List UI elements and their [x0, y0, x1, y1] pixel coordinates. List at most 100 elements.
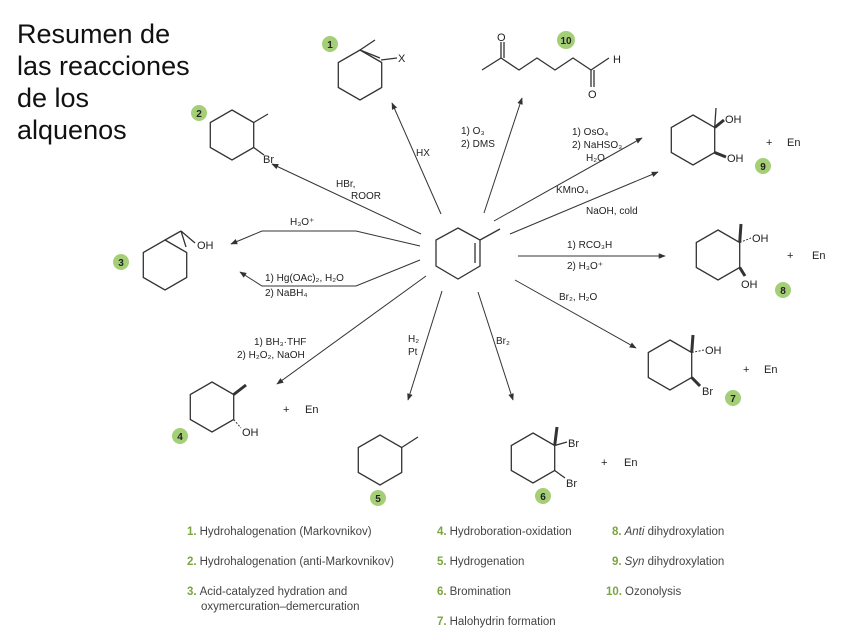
product-10-ketoaldehyde: O O H — [481, 32, 621, 101]
plus-6: + — [601, 457, 607, 469]
badge-6: 6 — [535, 488, 551, 504]
atom-oh-8b: OH — [741, 279, 758, 291]
reagent-oso4-1: 1) OsO₄ — [572, 127, 608, 138]
en-6: En — [624, 457, 637, 469]
atom-oh-8a: OH — [752, 233, 769, 245]
en-8: En — [812, 250, 825, 262]
reagent-h2pt-1: H₂ — [408, 334, 419, 345]
plus-8: + — [787, 250, 793, 262]
reagent-hg-2: 2) NaBH₄ — [265, 288, 307, 299]
arrow-kmno4 — [509, 171, 659, 235]
legend-item-8: 8.Anti dihydroxylation — [612, 526, 725, 538]
atom-oh-7: OH — [705, 345, 722, 357]
product-4-alcohol: OH + En — [189, 381, 318, 439]
arrow-h3o — [230, 230, 421, 247]
badge-8: 8 — [775, 282, 791, 298]
badge-10: 10 — [557, 31, 575, 49]
arrow-h2 — [407, 290, 443, 401]
legend-item-7: 7.Halohydrin formation — [437, 616, 556, 628]
page-title: Resumen de las reacciones de los alqueno… — [17, 18, 207, 146]
legend-item-2: 2.Hydrohalogenation (anti-Markovnikov) — [187, 556, 394, 568]
arrow-ozone — [483, 97, 523, 214]
product-2-bromide: Br — [209, 109, 274, 166]
reagent-hbr-1: HBr, — [336, 179, 355, 190]
title-line-2: las reacciones — [17, 51, 190, 81]
reagent-h3o: H₃O⁺ — [290, 217, 314, 228]
product-3-alcohol: OH — [142, 230, 214, 291]
atom-br-6a: Br — [568, 438, 579, 450]
reagent-rco3h-2: 2) H₃O⁺ — [567, 261, 603, 272]
arrow-br2h2o — [514, 279, 637, 349]
reagent-kmno4-2: NaOH, cold — [586, 206, 638, 217]
en-4: En — [305, 404, 318, 416]
svg-text:4: 4 — [177, 432, 183, 443]
reagent-bh3-1: 1) BH₃·THF — [254, 337, 306, 348]
svg-text:9: 9 — [760, 162, 766, 173]
atom-br-2: Br — [263, 154, 274, 166]
reagent-br2h2o: Br₂, H₂O — [559, 292, 598, 303]
arrow-oso4 — [493, 137, 643, 222]
svg-text:5: 5 — [375, 494, 381, 505]
reagent-hbr-2: ROOR — [351, 191, 381, 202]
badge-7: 7 — [725, 390, 741, 406]
reagent-bh3-2: 2) H₂O₂, NaOH — [237, 350, 305, 361]
arrow-hx — [391, 102, 442, 215]
reagent-oso4-2: 2) NaHSO₃ — [572, 140, 622, 151]
product-7-bromohydrin: OH Br + En — [647, 334, 777, 398]
atom-br-6b: Br — [566, 478, 577, 490]
product-5-alkane — [357, 434, 419, 486]
reagent-ozone-2: 2) DMS — [461, 139, 495, 150]
badge-4: 4 — [172, 428, 188, 444]
svg-text:7: 7 — [730, 394, 736, 405]
legend-item-9: 9.Syn dihydroxylation — [612, 556, 725, 568]
arrow-br2 — [477, 291, 514, 401]
title-line-4: alquenos — [17, 115, 127, 145]
reagent-hx: HX — [416, 148, 430, 159]
atom-x: X — [398, 53, 406, 65]
legend-item-5: 5.Hydrogenation — [437, 556, 525, 568]
svg-text:6: 6 — [540, 492, 546, 503]
svg-text:1: 1 — [327, 40, 333, 51]
title-line-3: de los — [17, 83, 90, 113]
atom-oh-4: OH — [242, 427, 259, 439]
reagent-rco3h-1: 1) RCO₃H — [567, 240, 612, 251]
badge-5: 5 — [370, 490, 386, 506]
atom-o-10b: O — [588, 89, 597, 101]
arrow-hg — [239, 259, 421, 287]
svg-text:10: 10 — [560, 36, 572, 47]
plus-9: + — [766, 137, 772, 149]
atom-h-10: H — [613, 54, 621, 66]
svg-text:3: 3 — [118, 258, 124, 269]
svg-text:2: 2 — [196, 109, 202, 120]
plus-7: + — [743, 364, 749, 376]
reagent-kmno4-1: KMnO₄ — [556, 185, 588, 196]
badges: 1 2 3 4 5 6 7 8 9 10 — [113, 31, 791, 506]
legend-item-3: 3.Acid-catalyzed hydration and oxymercur… — [187, 586, 360, 613]
atom-oh-9a: OH — [725, 114, 742, 126]
badge-2: 2 — [191, 105, 207, 121]
en-9: En — [787, 137, 800, 149]
atom-oh-9b: OH — [727, 153, 744, 165]
product-9-syn-diol: OH OH + En — [670, 107, 800, 166]
arrow-hbr — [271, 163, 422, 235]
badge-1: 1 — [322, 36, 338, 52]
product-8-anti-diol: OH OH + En — [695, 223, 825, 291]
atom-br-7: Br — [702, 386, 713, 398]
plus-4: + — [283, 404, 289, 416]
svg-text:8: 8 — [780, 286, 786, 297]
arrow-bh3 — [276, 275, 427, 385]
title-line-1: Resumen de — [17, 19, 171, 49]
reagent-ozone-1: 1) O₃ — [461, 126, 485, 137]
reagent-h2pt-2: Pt — [408, 347, 418, 358]
reagent-br2: Br₂ — [496, 336, 510, 347]
legend-item-6: 6.Bromination — [437, 586, 511, 598]
atom-o-10a: O — [497, 32, 506, 44]
badge-3: 3 — [113, 254, 129, 270]
badge-9: 9 — [755, 158, 771, 174]
product-1-alkyl-halide: X — [337, 39, 406, 101]
reagent-oso4-3: H₂O — [586, 153, 605, 164]
starting-alkene — [435, 227, 501, 280]
reagent-hg-1: 1) Hg(OAc)₂, H₂O — [265, 273, 344, 284]
legend-item-1: 1.Hydrohalogenation (Markovnikov) — [187, 526, 372, 538]
